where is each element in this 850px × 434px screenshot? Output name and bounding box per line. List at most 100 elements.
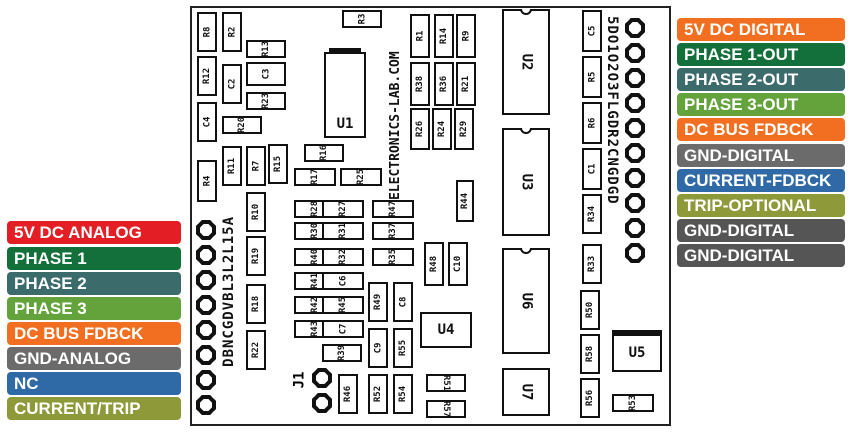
right-label-gnd-digital-3: GND-DIGITAL [677, 244, 845, 267]
component-r48: R48 [424, 242, 444, 286]
left-label-phase-1: PHASE 1 [7, 247, 181, 270]
component-r32: R32 [322, 248, 364, 266]
component-r52: R52 [368, 374, 388, 414]
component-r24: R24 [432, 108, 452, 150]
right-header-pin [625, 143, 645, 163]
component-r4: R4 [197, 160, 217, 202]
left-header-pin [196, 220, 216, 240]
component-r21: R21 [456, 62, 476, 106]
component-c9: C9 [368, 328, 388, 368]
component-c3: C3 [246, 62, 286, 86]
left-header-pin [196, 245, 216, 265]
component-r50: R50 [580, 290, 600, 330]
left-label-phase-3: PHASE 3 [7, 297, 181, 320]
component-u6: U6 [502, 248, 550, 354]
component-r20: R20 [222, 116, 262, 134]
component-r33: R33 [582, 244, 602, 284]
left-label-dc-bus: DC BUS FDBCK [7, 322, 181, 345]
component-r45: R45 [322, 296, 364, 314]
left-header-pin [196, 345, 216, 365]
u3-notch [520, 128, 532, 134]
left-label-gnd-analog: GND-ANALOG [7, 347, 181, 370]
component-u3: U3 [502, 128, 550, 236]
right-header-pin [625, 118, 645, 138]
component-r11: R11 [222, 146, 242, 186]
component-r34: R34 [582, 194, 602, 234]
component-c2: C2 [222, 64, 242, 104]
u2-notch [520, 9, 532, 15]
right-label-phase-1-out: PHASE 1-OUT [677, 43, 845, 66]
component-r54: R54 [393, 374, 413, 414]
right-header-pin [625, 43, 645, 63]
component-r9: R9 [456, 14, 476, 58]
left-label-5v-analog: 5V DC ANALOG [7, 221, 181, 244]
pcb-outline [190, 6, 671, 426]
component-r53: R53 [612, 394, 654, 412]
j1-pin [312, 393, 332, 413]
right-label-trip-optional: TRIP-OPTIONAL [677, 194, 845, 217]
component-r8: R8 [197, 12, 217, 52]
right-label-gnd-digital-2: GND-DIGITAL [677, 219, 845, 242]
component-r27: R27 [322, 200, 364, 218]
component-c7: C7 [322, 320, 364, 338]
component-u2: U2 [502, 9, 550, 115]
right-label-phase-2-out: PHASE 2-OUT [677, 68, 845, 91]
right-label-current-fdbck: CURRENT-FDBCK [677, 169, 845, 192]
component-c4: C4 [197, 102, 217, 142]
component-c10: C10 [448, 242, 468, 286]
component-r13: R13 [246, 40, 286, 58]
component-r47: R47 [372, 200, 414, 218]
component-r36: R36 [434, 62, 454, 106]
component-r7: R7 [246, 146, 266, 186]
component-r17: R17 [294, 168, 336, 186]
component-r14: R14 [434, 14, 454, 58]
component-c1: C1 [582, 148, 602, 190]
component-r44: R44 [456, 180, 474, 222]
component-r56: R56 [580, 378, 600, 418]
component-c5: C5 [582, 10, 602, 52]
component-r29: R29 [454, 108, 474, 150]
j1-label: J1 [291, 371, 308, 389]
component-r10: R10 [246, 192, 266, 232]
u1-tab [329, 48, 361, 54]
component-u7: U7 [502, 368, 550, 416]
component-r23: R23 [246, 92, 286, 110]
right-label-gnd-digital-1: GND-DIGITAL [677, 144, 845, 167]
component-r37: R37 [372, 222, 414, 240]
component-r12: R12 [197, 56, 217, 96]
right-header-pin [625, 168, 645, 188]
component-r18: R18 [246, 284, 266, 324]
right-header-pin [625, 68, 645, 88]
right-label-dc-bus: DC BUS FDBCK [677, 118, 845, 141]
right-header-pin [625, 218, 645, 238]
component-r26: R26 [410, 108, 430, 150]
component-r55: R55 [393, 328, 413, 368]
left-header-pin [196, 395, 216, 415]
component-r31: R31 [322, 222, 364, 240]
left-label-nc: NC [7, 372, 181, 395]
component-u5: U5 [612, 330, 662, 372]
brand-silkscreen: ELECTRONICS-LAB.COM [388, 51, 403, 200]
component-r2: R2 [222, 12, 242, 52]
component-u4: U4 [420, 312, 472, 348]
right-header-pin [625, 243, 645, 263]
component-c6: C6 [322, 272, 364, 290]
component-r51: R51 [426, 374, 466, 392]
j1-pin [312, 368, 332, 388]
left-header-pin [196, 370, 216, 390]
left-header-silkscreen: DBNCGDVBL3L2L15A [221, 216, 237, 367]
left-header-pin [196, 320, 216, 340]
component-r15: R15 [268, 144, 288, 184]
right-label-phase-3-out: PHASE 3-OUT [677, 93, 845, 116]
left-label-phase-2: PHASE 2 [7, 272, 181, 295]
component-r38: R38 [410, 62, 430, 106]
component-r5: R5 [582, 56, 602, 98]
component-r35: R35 [372, 248, 414, 266]
component-r19: R19 [246, 236, 266, 276]
u6-notch [520, 248, 532, 254]
component-r16: R16 [304, 144, 344, 162]
component-r1: R1 [410, 14, 430, 58]
component-r22: R22 [246, 330, 266, 370]
component-r57: R57 [426, 400, 466, 418]
